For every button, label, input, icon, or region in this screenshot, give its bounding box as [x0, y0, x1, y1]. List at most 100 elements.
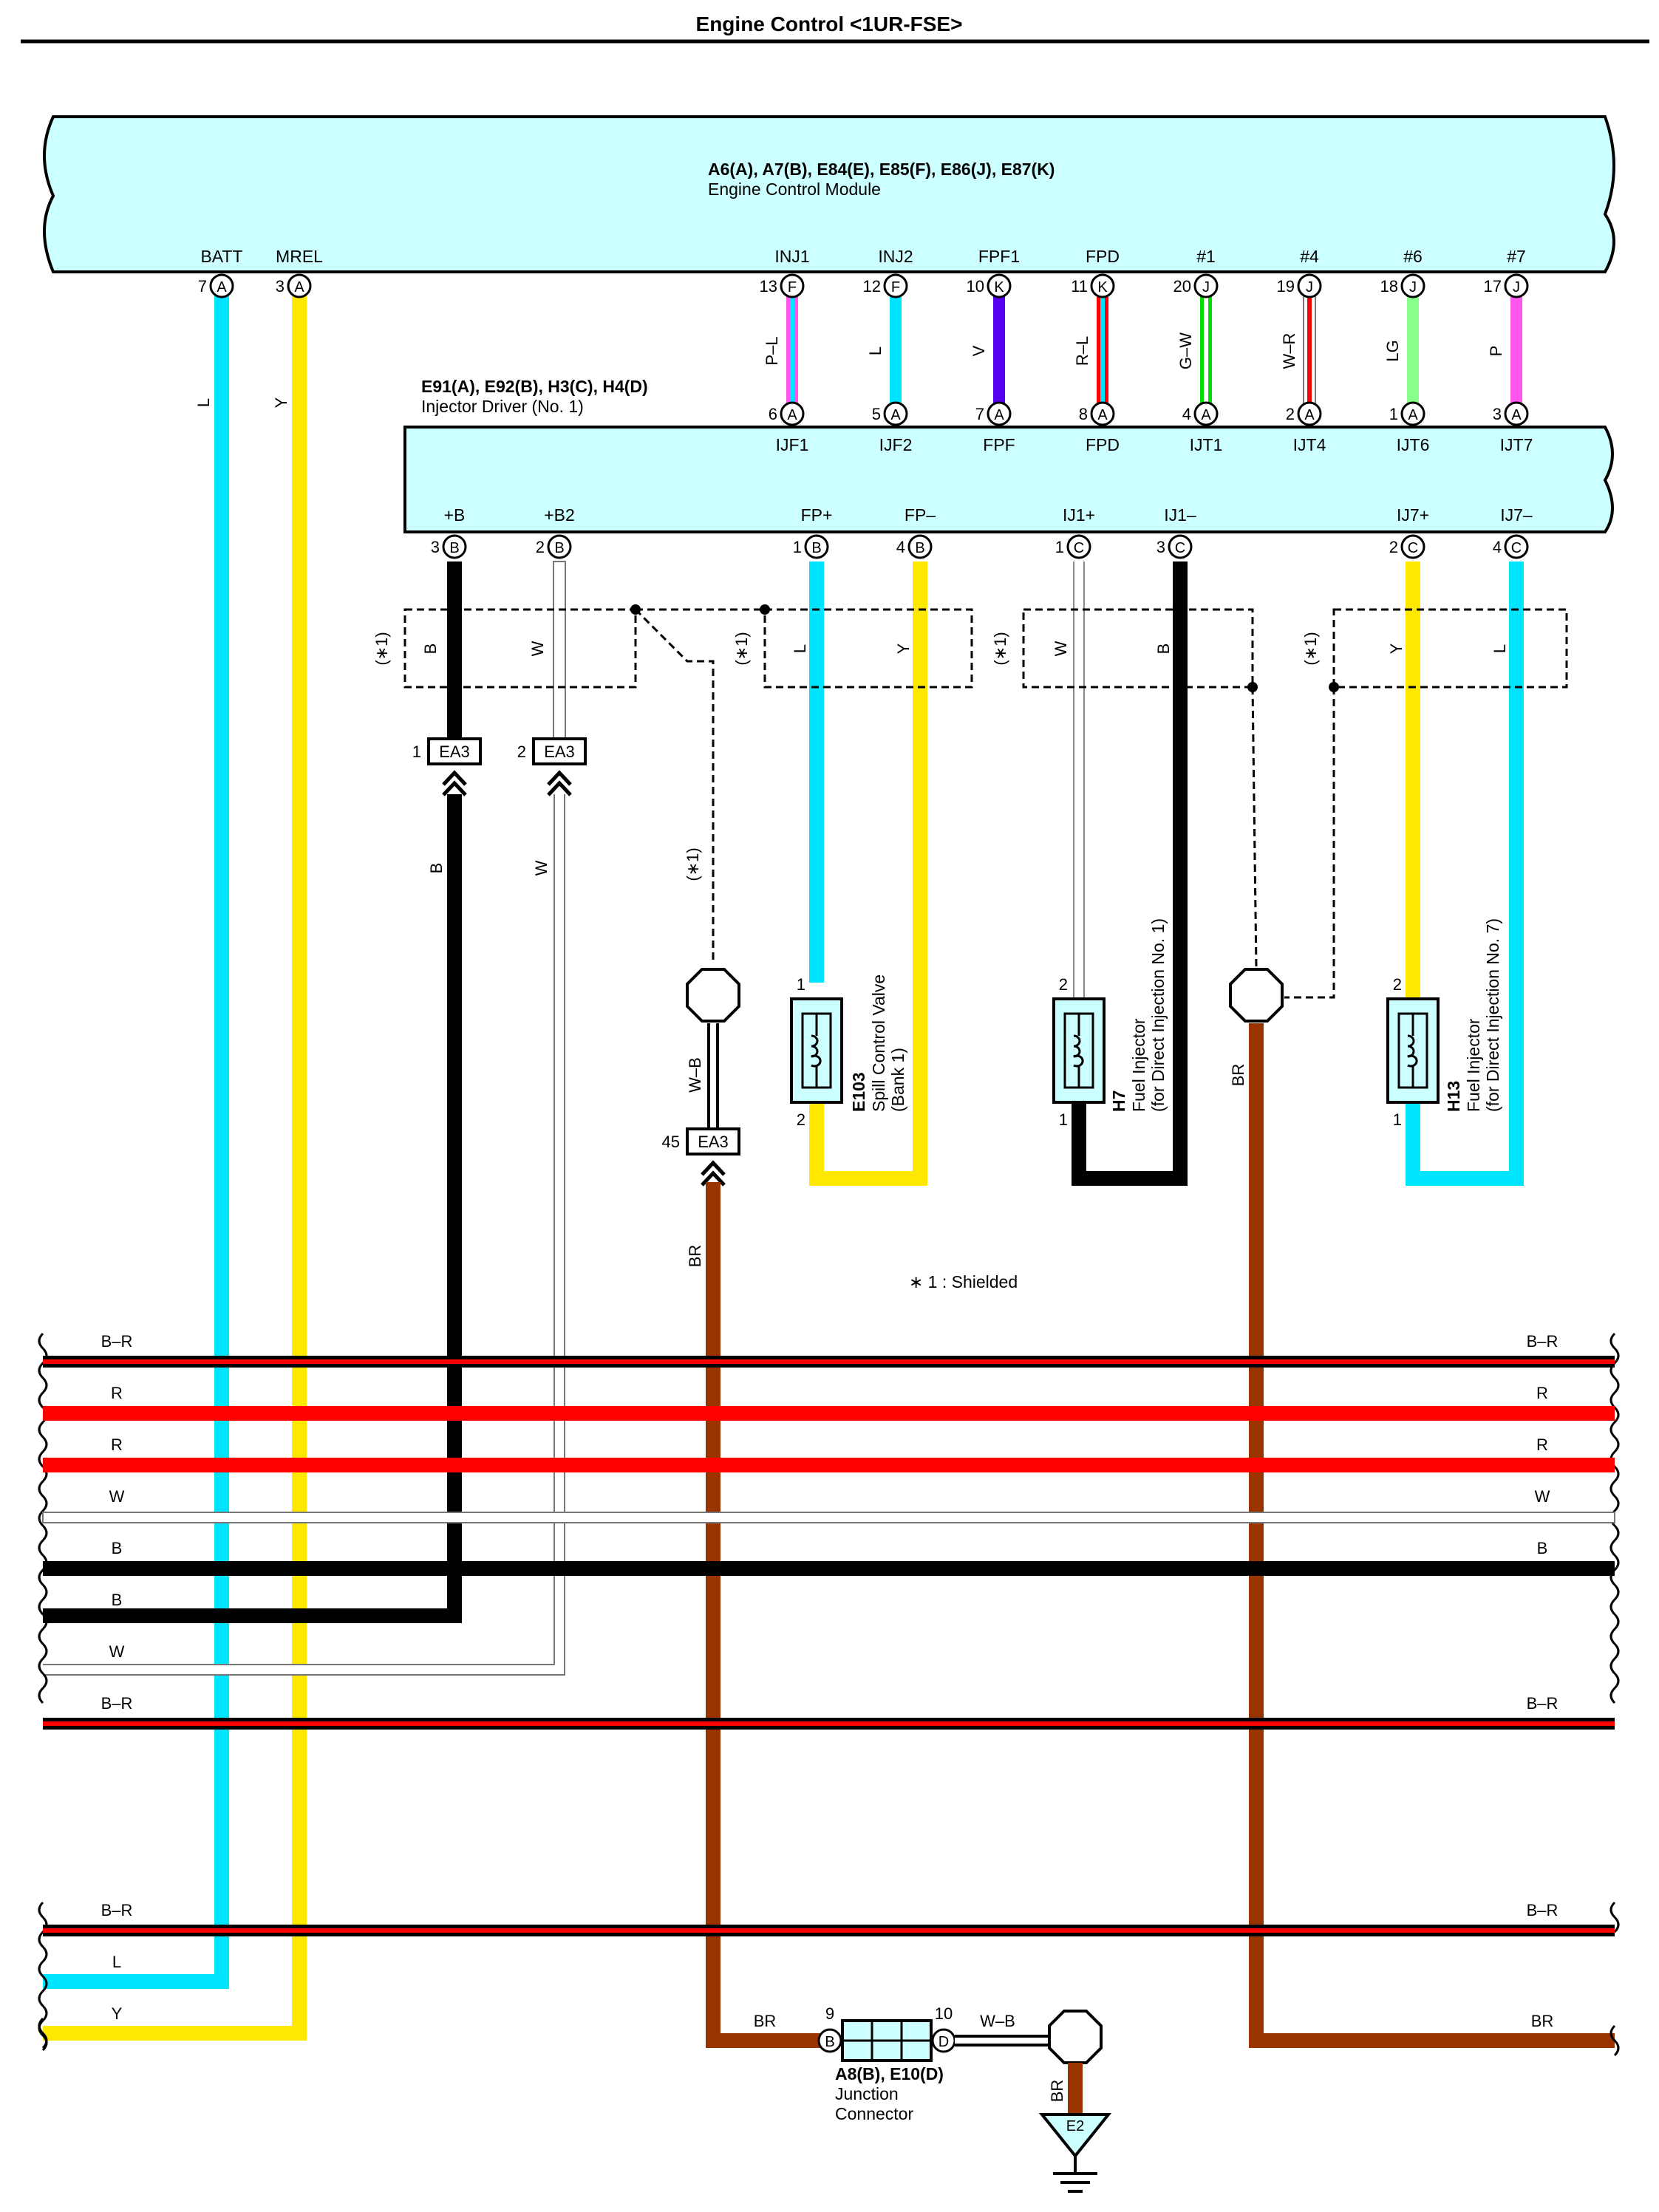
- junction-name: Connector: [835, 2104, 913, 2123]
- pin-conn: C: [1074, 540, 1084, 556]
- pin-conn: F: [788, 279, 797, 296]
- wire-gw-stripe: [1204, 296, 1208, 414]
- wire-b-plusb: [447, 561, 462, 746]
- pin-circle: [883, 401, 908, 426]
- pin-circle: [883, 273, 908, 298]
- pin-number: 3: [431, 538, 440, 556]
- wire-label: R–L: [1073, 336, 1091, 366]
- wire-p: [1510, 296, 1522, 414]
- wire-label: BR: [1229, 1064, 1247, 1087]
- pin-circle: [987, 401, 1012, 426]
- driver-connectors: E91(A), E92(B), H3(C), H4(D): [421, 377, 648, 396]
- coil-icon: [1073, 1014, 1084, 1088]
- pin-circle: [1193, 401, 1219, 426]
- pin-number: 2: [1389, 538, 1398, 556]
- pin-conn: K: [994, 279, 1004, 296]
- wire-label: V: [970, 345, 988, 356]
- wire-label: W–B: [686, 1057, 704, 1093]
- wire-rl-stripe: [1100, 296, 1105, 414]
- pin-number: 4: [1182, 405, 1191, 423]
- pin-circle: [1504, 401, 1529, 426]
- pin-conn: K: [1097, 279, 1108, 296]
- pin-number: 18: [1380, 277, 1398, 296]
- shield-drain: [1284, 687, 1335, 999]
- wire-batt-l: [43, 296, 229, 1989]
- pin-circle: [1504, 273, 1529, 298]
- pin-circle: [442, 534, 467, 559]
- pin-conn: C: [1511, 540, 1522, 556]
- driver-bottom-pin-label: +B: [444, 505, 466, 525]
- wire-mrel-y: [43, 296, 307, 2041]
- bus-wire-b: [43, 1561, 1615, 1576]
- shield-group: [403, 608, 1568, 999]
- pin-circle: [1400, 401, 1425, 426]
- bus-label-left: B: [112, 1591, 123, 1609]
- pin-circle: [780, 273, 805, 298]
- wire-label: W–B: [980, 2012, 1015, 2030]
- component-name: (for Direct Injection No. 7): [1483, 918, 1502, 1112]
- break-mark: [1609, 1901, 1620, 1933]
- pin-number: 17: [1484, 277, 1502, 296]
- component-pin: 1: [1393, 1110, 1402, 1129]
- pin-number: 13: [760, 277, 777, 296]
- pin-number: 4: [896, 538, 905, 556]
- pin-conn: A: [1408, 407, 1418, 423]
- wire-inj1-b: [1072, 561, 1188, 1186]
- bus-label-right: B–R: [1527, 1901, 1558, 1919]
- ea3-pin: 45: [662, 1133, 680, 1151]
- driver-top-pin-label: IJF2: [879, 435, 913, 454]
- break-mark: [1609, 2024, 1620, 2057]
- ecm-pin-label: #6: [1403, 247, 1423, 266]
- pin-number: 10: [935, 2004, 953, 2023]
- page-title: Engine Control <1UR-FSE>: [696, 13, 963, 35]
- wire-inj7-l: [1406, 561, 1524, 1186]
- shield-label: (∗1): [732, 632, 751, 665]
- pin-circle: [907, 534, 933, 559]
- component-pin: 2: [797, 1110, 805, 1129]
- component-name: Spill Control Valve: [869, 974, 888, 1112]
- pin-conn: J: [1513, 279, 1520, 296]
- pin-conn: B: [825, 2034, 834, 2050]
- bus-label-left: B–R: [101, 1694, 133, 1713]
- component-pin: 2: [1059, 975, 1068, 994]
- pin-number: 7: [198, 277, 207, 296]
- bus-group-1: B–R B–R R R R R W W B B B W B–R B–R: [38, 1332, 1620, 1730]
- shield-box: [1332, 608, 1568, 689]
- driver-bottom-pin-label: IJ1+: [1063, 505, 1095, 525]
- driver-top-pin-label: IJT4: [1293, 435, 1326, 454]
- driver-top-pin-label: IJT7: [1500, 435, 1533, 454]
- wire-label: B: [427, 863, 446, 874]
- component-code: E103: [849, 1072, 868, 1112]
- ea3-pin: 1: [412, 743, 421, 761]
- bus-wire-br-stripe: [43, 1359, 1615, 1364]
- pin-circle: [1504, 534, 1529, 559]
- driver-top-pin-label: IJF1: [776, 435, 809, 454]
- wire-lg: [1407, 296, 1419, 414]
- pin-circle: [1400, 534, 1425, 559]
- pin-conn: A: [1511, 407, 1522, 423]
- driver-box: [403, 426, 1614, 533]
- wire-label: L: [1491, 644, 1509, 653]
- splice-octagon: [1229, 968, 1284, 1023]
- component-name: Fuel Injector: [1464, 1018, 1483, 1112]
- ecm-pin-label: #7: [1507, 247, 1526, 266]
- pin-number: 2: [536, 538, 545, 556]
- ecm-box: [43, 115, 1615, 273]
- pin-number: 1: [793, 538, 802, 556]
- wire-l: [890, 296, 902, 414]
- wire-label: B: [421, 644, 440, 655]
- shield-label: (∗1): [372, 632, 391, 665]
- shield-junction-dot: [1329, 682, 1339, 692]
- pin-number: 11: [1071, 277, 1088, 296]
- bus-label-right: R: [1536, 1436, 1548, 1454]
- pin-conn: A: [217, 279, 227, 296]
- wire-label: L: [866, 347, 885, 355]
- pin-conn: B: [811, 540, 821, 556]
- ground-label: E2: [1066, 2118, 1084, 2134]
- pin-number: 4: [1493, 538, 1502, 556]
- driver-bottom-pin-label: +B2: [544, 505, 575, 525]
- pin-conn: F: [891, 279, 900, 296]
- pin-conn: A: [1201, 407, 1211, 423]
- wire-label: Y: [272, 397, 290, 408]
